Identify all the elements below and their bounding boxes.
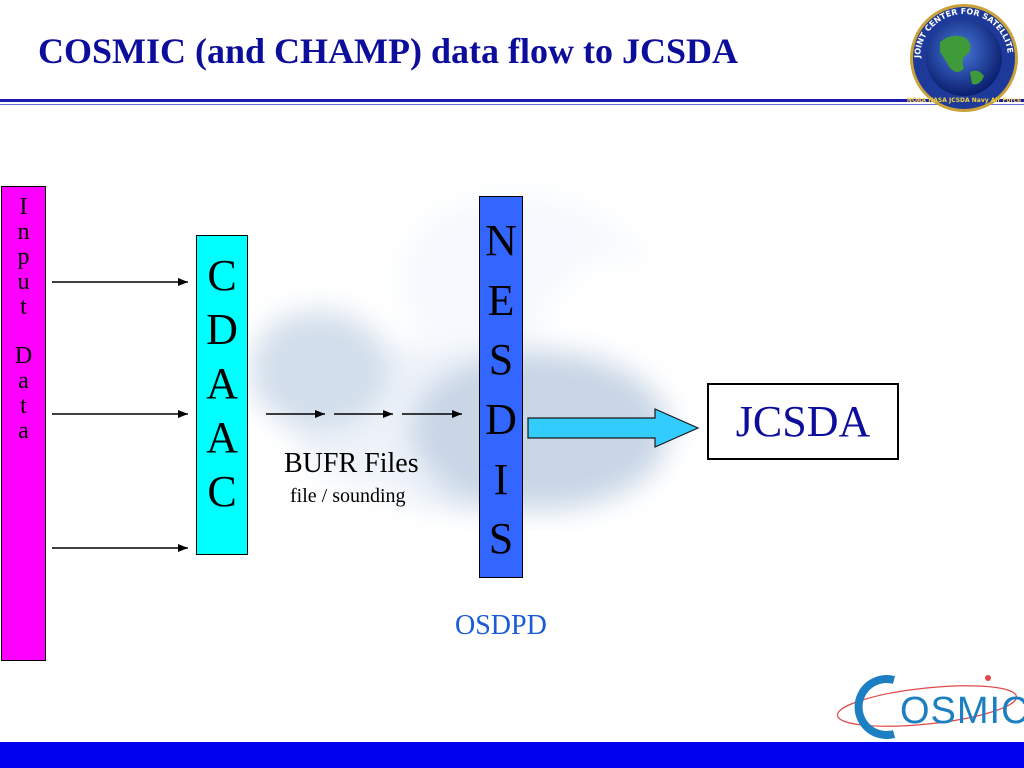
input-letter: t bbox=[20, 393, 27, 419]
nesdis-letter: S bbox=[488, 335, 514, 385]
bufr-files-sublabel: file / sounding bbox=[290, 485, 406, 507]
nesdis-letter: N bbox=[485, 216, 517, 265]
input-letter: t bbox=[20, 294, 27, 320]
nesdis-letter: D bbox=[485, 395, 517, 445]
jcsda-logo-bottom-text: NOAA NASA JCSDA Navy Air Force bbox=[907, 97, 1021, 104]
slide-title: COSMIC (and CHAMP) data flow to JCSDA bbox=[38, 31, 738, 71]
jcsda-logo: JOINT CENTER FOR SATELLITE DATA ASSIMILA… bbox=[904, 2, 1021, 112]
nesdis-box: N E S D I S bbox=[479, 196, 523, 578]
nesdis-letter: S bbox=[488, 514, 514, 564]
jcsda-box: JCSDA bbox=[707, 383, 899, 460]
osdpd-label: OSDPD bbox=[455, 610, 547, 641]
nesdis-letter: E bbox=[487, 275, 515, 325]
nesdis-to-jcsda-block-arrow bbox=[527, 408, 700, 448]
cosmic-logo-text: OSMIC bbox=[900, 690, 1024, 732]
footer-bar bbox=[0, 742, 1024, 768]
input-letter: u bbox=[17, 269, 30, 295]
input-data-box: I n p u t D a t a bbox=[1, 186, 46, 661]
input-letter: I bbox=[19, 194, 28, 220]
nesdis-letter: I bbox=[493, 454, 509, 504]
title-divider bbox=[0, 99, 1024, 102]
cdaac-letter: A bbox=[206, 359, 238, 408]
cdaac-box: C D A A C bbox=[196, 235, 248, 555]
title-divider-thin bbox=[0, 104, 1024, 105]
input-letter: n bbox=[17, 219, 30, 245]
cdaac-letter: D bbox=[206, 305, 238, 354]
bufr-files-label: BUFR Files bbox=[284, 448, 419, 479]
input-letter: p bbox=[17, 244, 30, 270]
input-letter: a bbox=[18, 418, 29, 444]
cdaac-letter: A bbox=[206, 413, 238, 462]
input-letter: D bbox=[14, 343, 33, 369]
input-letter: a bbox=[18, 368, 29, 394]
cosmic-logo-mark bbox=[836, 675, 1018, 739]
cdaac-letter: C bbox=[207, 467, 237, 516]
cdaac-letter: C bbox=[207, 251, 237, 300]
